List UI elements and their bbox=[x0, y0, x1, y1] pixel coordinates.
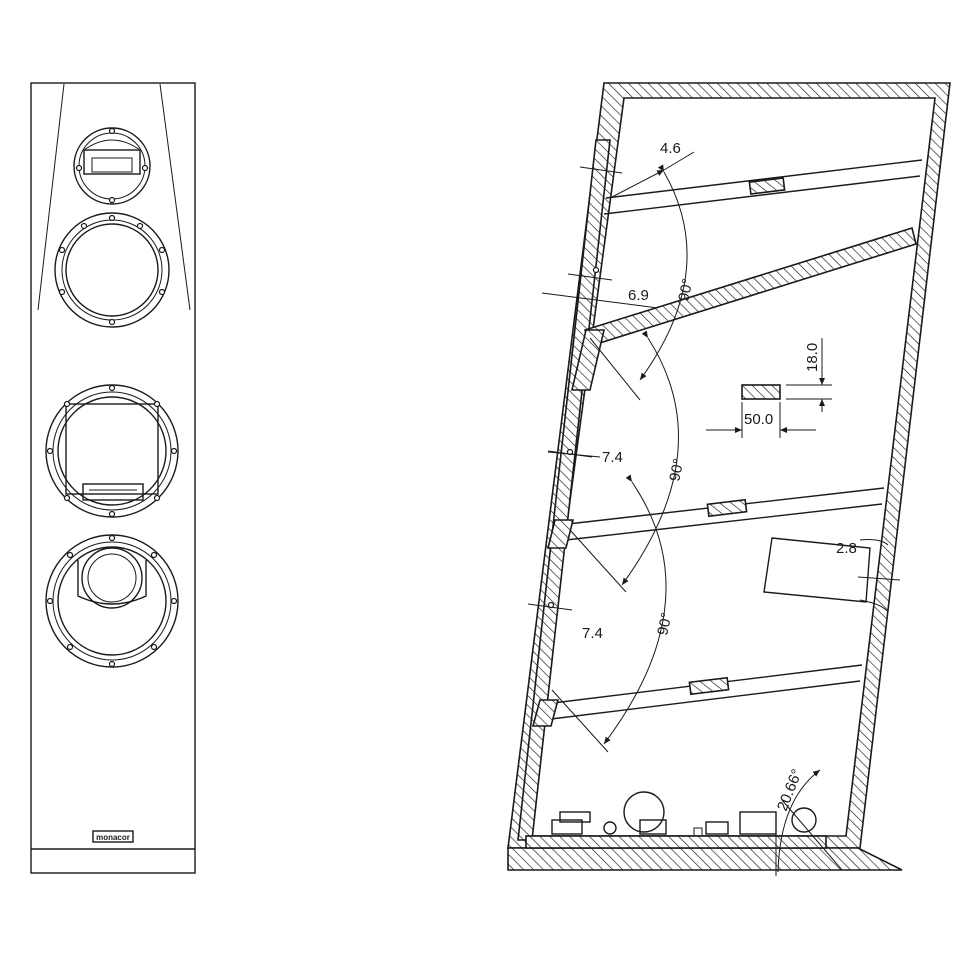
angle-middle-label: 90° bbox=[666, 457, 687, 483]
dim-wall-lower: 7.4 bbox=[582, 625, 603, 642]
brand-badge-text: monacor bbox=[96, 833, 130, 842]
dim-port-width-label: 50.0 bbox=[744, 411, 773, 428]
dim-port-offset-label: 2.8 bbox=[836, 540, 857, 557]
angle-upper-label: 90° bbox=[675, 277, 696, 303]
tweeter bbox=[73, 127, 151, 205]
angle-middle: 90° bbox=[569, 330, 688, 593]
angle-lower: 90° bbox=[551, 474, 676, 753]
section-view: 4.6 6.9 90° 7.4 90° 7.4 bbox=[507, 82, 951, 876]
dim-wall-upper-label: 6.9 bbox=[628, 287, 649, 304]
dim-wall-middle-label: 7.4 bbox=[602, 449, 623, 466]
crossover-board bbox=[551, 791, 817, 837]
dim-port-width: 50.0 bbox=[706, 402, 816, 438]
brand-badge: monacor bbox=[92, 830, 134, 843]
angle-base-tilt-label: 20.66° bbox=[774, 767, 806, 814]
dim-wall-upper: 6.9 bbox=[541, 287, 659, 309]
dim-port-height: 18.0 bbox=[786, 338, 832, 412]
dim-wall-middle: 7.4 bbox=[547, 449, 623, 466]
woofer-upper bbox=[54, 212, 170, 328]
woofer-lower bbox=[45, 534, 179, 668]
dim-wall-top-label: 4.6 bbox=[660, 140, 681, 157]
bass-port bbox=[763, 537, 901, 613]
base-plinth bbox=[507, 847, 903, 871]
angle-lower-label: 90° bbox=[654, 611, 675, 637]
port-section bbox=[741, 384, 781, 400]
dim-port-height-label: 18.0 bbox=[804, 343, 821, 372]
baffle-edge-left bbox=[37, 83, 65, 311]
dim-port-offset: 2.8 bbox=[836, 540, 857, 557]
dim-wall-lower-label: 7.4 bbox=[582, 625, 603, 642]
front-view: monacor bbox=[30, 82, 196, 874]
woofer-middle bbox=[45, 384, 179, 518]
front-baffle bbox=[517, 139, 611, 841]
baffle-edge-right bbox=[159, 83, 191, 311]
angle-upper: 90° bbox=[589, 164, 697, 401]
cabinet-outline bbox=[30, 82, 196, 874]
dim-wall-top: 4.6 bbox=[609, 140, 695, 199]
